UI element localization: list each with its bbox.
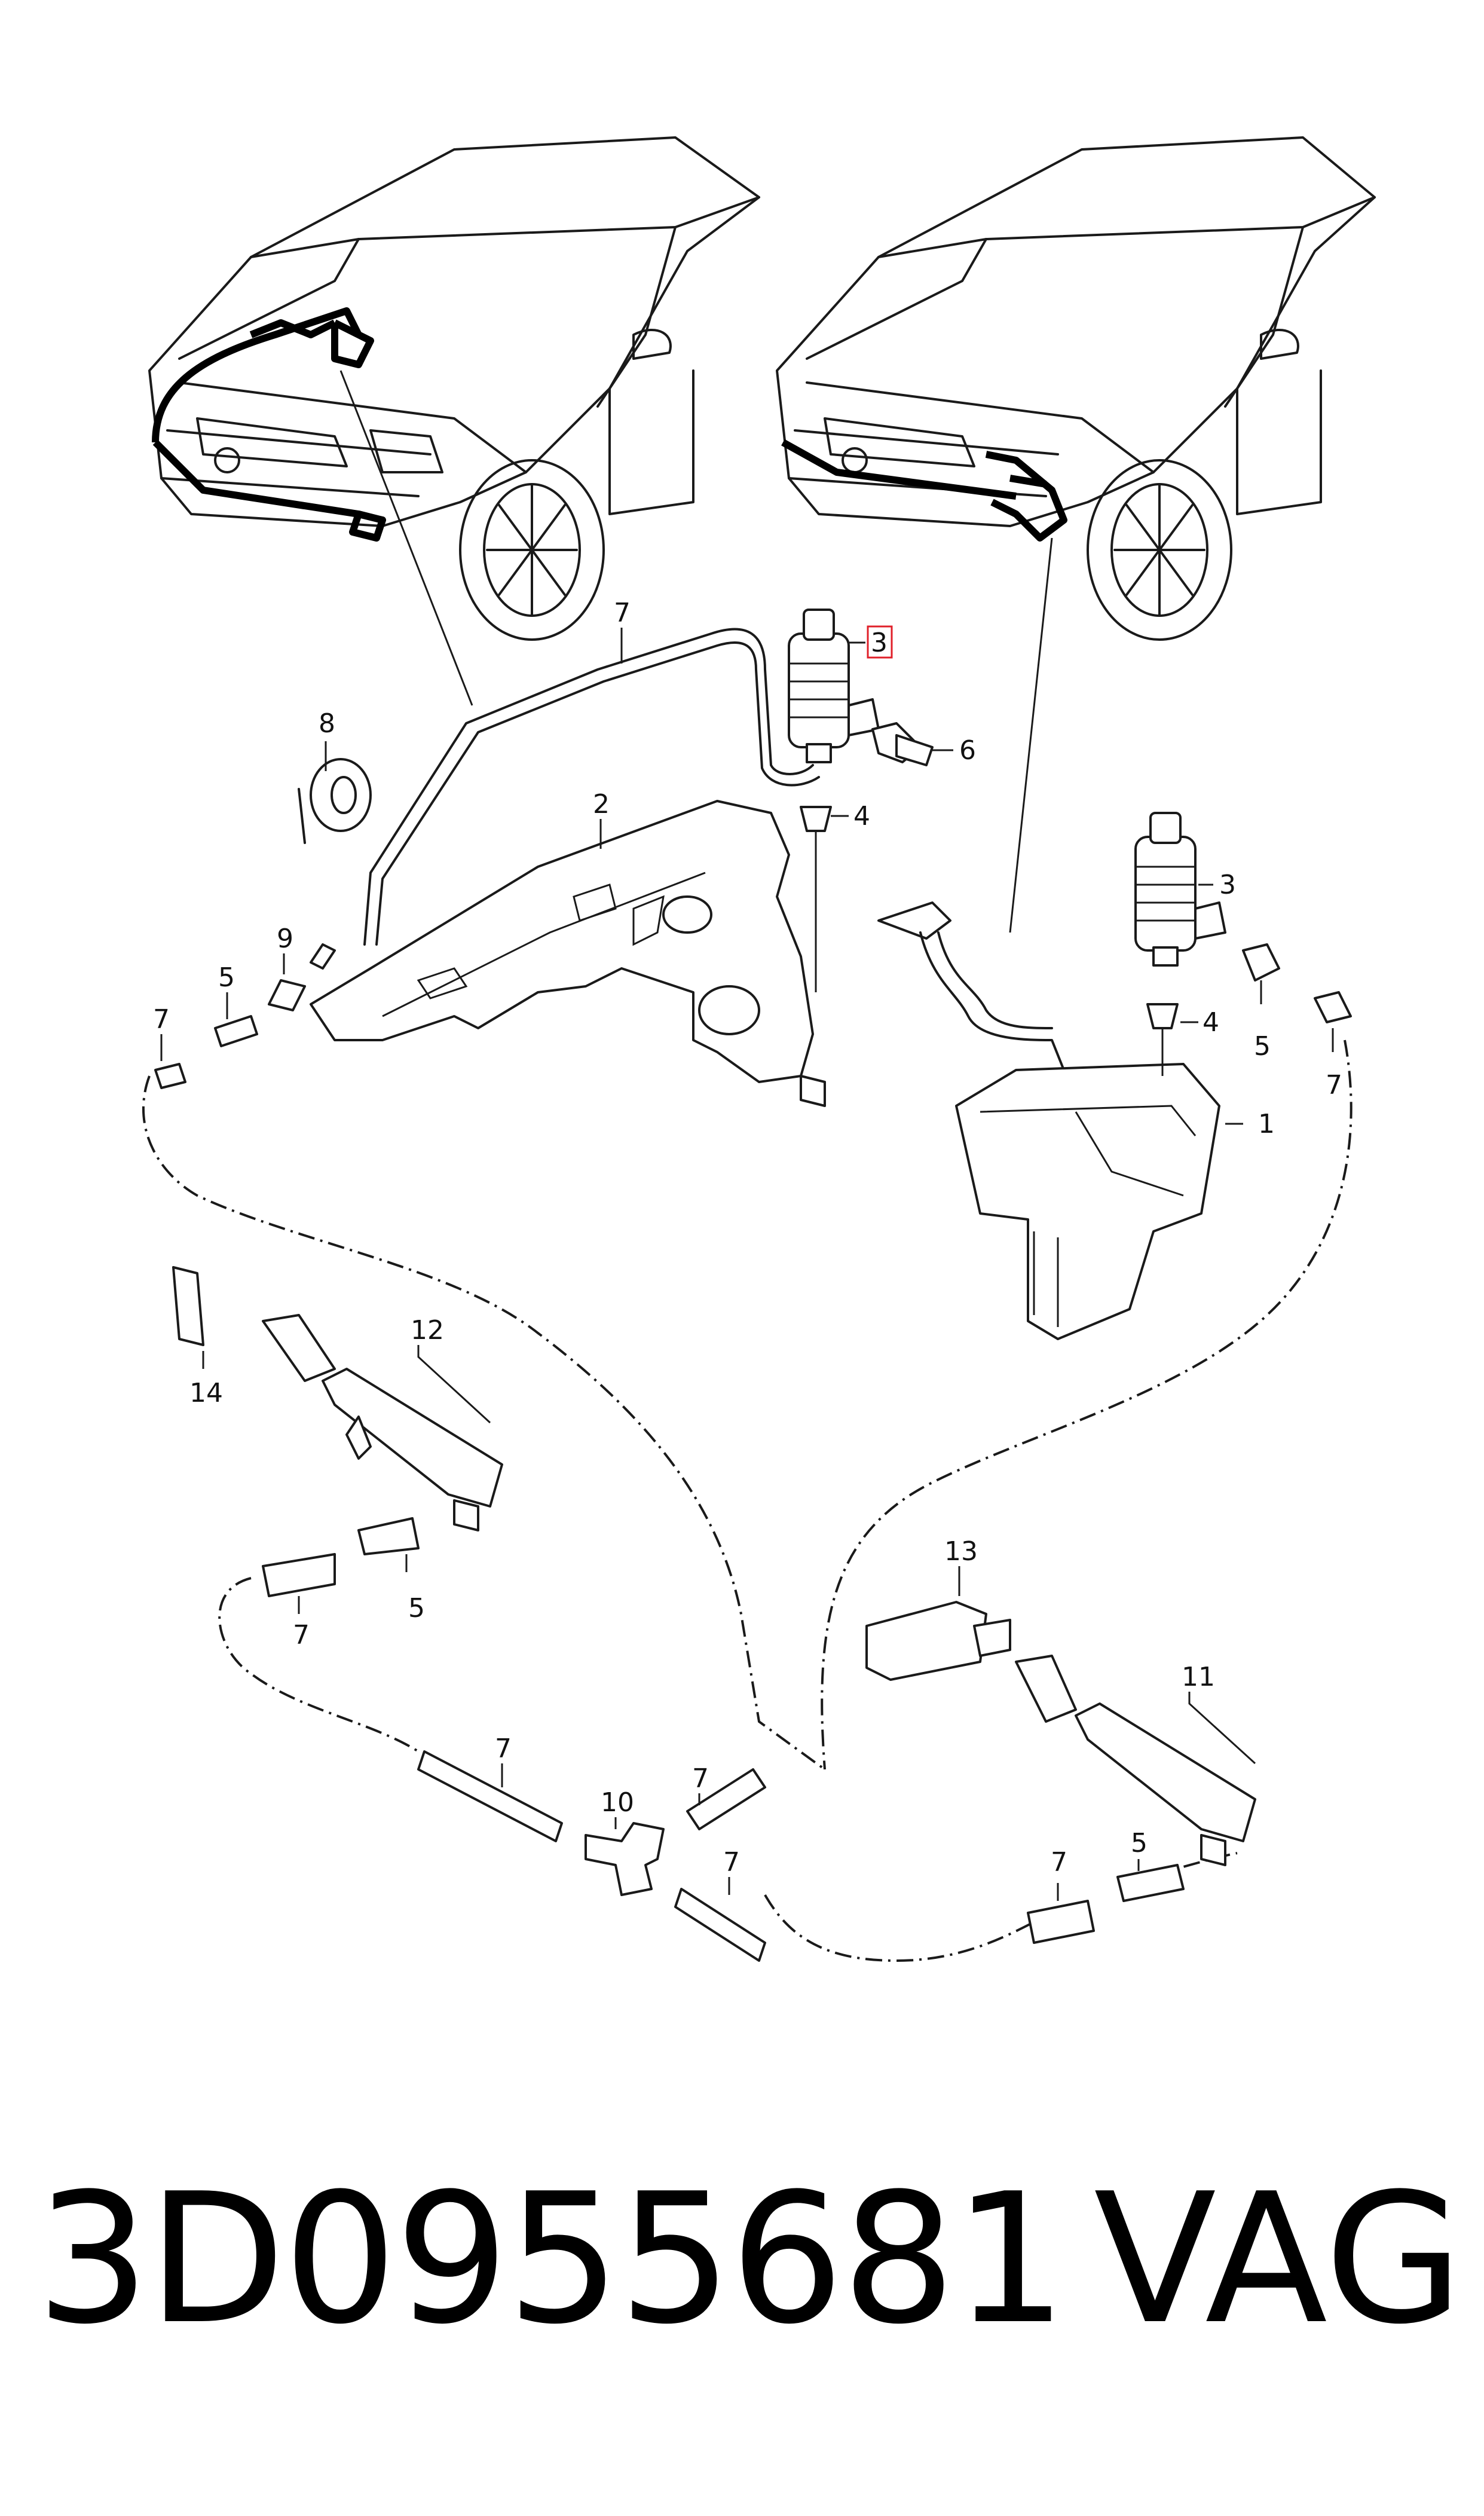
headlamp-washer-nozzle-right	[1015, 1655, 1256, 1866]
washer-pump-right	[1134, 812, 1226, 967]
callout-5: 5	[1131, 1828, 1148, 1858]
callout-2: 2	[593, 789, 610, 820]
cover-cap	[865, 1601, 1011, 1681]
callout-10: 10	[601, 1787, 634, 1818]
callout-7: 7	[723, 1847, 740, 1878]
parts-diagram: 3 1 2 3 4 4 5 5 5 5 6 7 7 7 7 7 7 7 7 8 …	[142, 136, 1376, 1962]
callout-5: 5	[1254, 1031, 1271, 1062]
callout-7: 7	[692, 1763, 709, 1794]
callout-7: 7	[153, 1004, 170, 1035]
callout-3-highlighted: 3	[871, 628, 888, 658]
callout-9: 9	[277, 924, 293, 954]
callout-4: 4	[853, 801, 870, 831]
headlamp-washer-nozzle-left	[172, 1266, 503, 1531]
car-illustration-left	[148, 136, 760, 641]
part-number: 3D0955681	[36, 2155, 1067, 2364]
callout-7: 7	[614, 598, 631, 628]
callout-7: 7	[1326, 1070, 1342, 1100]
washer-reservoir-lower	[877, 901, 1220, 1340]
footer: 3D0955681 VAG	[24, 2152, 1463, 2403]
callout-1: 1	[1258, 1109, 1275, 1139]
callout-7: 7	[495, 1734, 512, 1764]
car-illustration-right	[776, 136, 1376, 641]
callout-6: 6	[959, 735, 976, 766]
t-piece-connector	[585, 1822, 665, 1896]
callout-8: 8	[319, 708, 335, 739]
callout-11: 11	[1182, 1662, 1215, 1692]
callout-3: 3	[1219, 870, 1236, 900]
callout-7: 7	[1051, 1847, 1067, 1878]
callout-12: 12	[411, 1315, 444, 1346]
brand-label: VAG	[1094, 2155, 1464, 2364]
washer-pump-left	[788, 609, 880, 763]
callout-5: 5	[408, 1593, 425, 1624]
washer-reservoir-upper	[310, 800, 826, 1107]
callout-14: 14	[189, 1378, 223, 1408]
callout-5: 5	[218, 962, 235, 993]
callout-13: 13	[944, 1536, 978, 1567]
callout-7: 7	[293, 1620, 310, 1650]
callout-4: 4	[1203, 1007, 1219, 1038]
